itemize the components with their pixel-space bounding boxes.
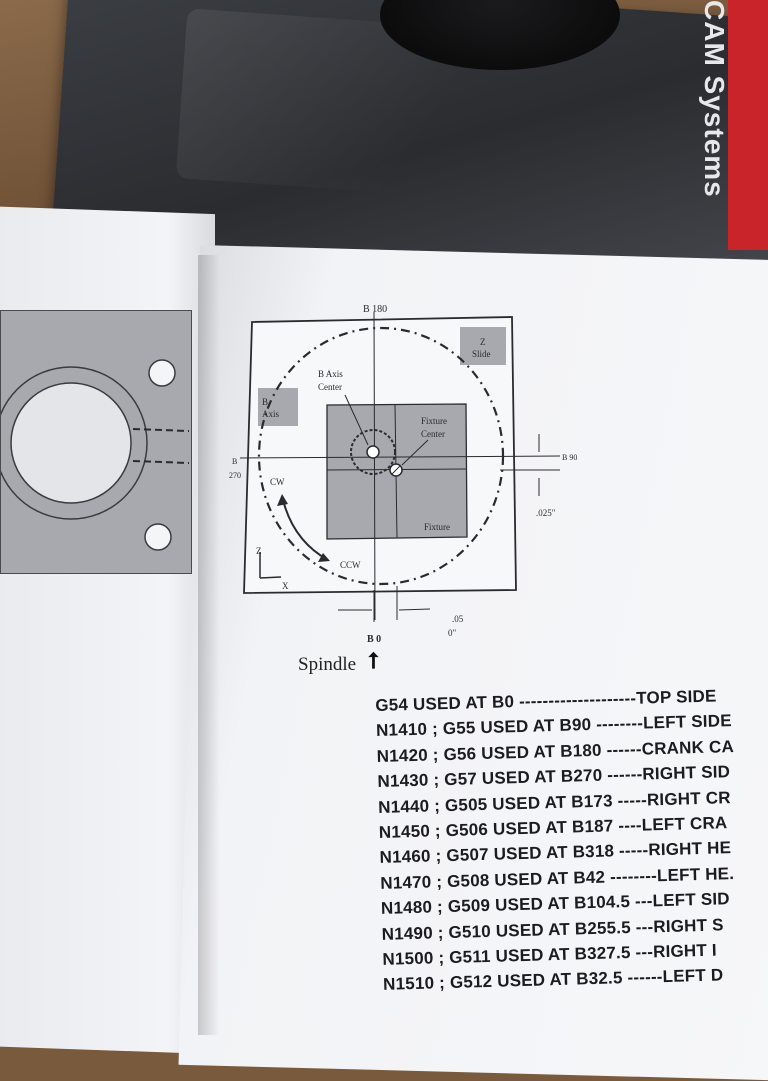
fixture-diagram: B 180 B Axis B Axis Center Z Slide Fixtu… [229,304,577,645]
x-axis-line [259,576,282,579]
b270-label-1: B [232,457,237,466]
book-gutter-shadow [198,255,220,1035]
gcode-listing: G54 USED AT B0 --------------------TOP S… [375,681,768,997]
b-axis-center-label-1: B Axis [318,369,343,379]
part-hidden-line-bottom [132,460,190,464]
part-bore-inner [10,382,132,504]
b90-label: B 90 [562,453,577,462]
b0-label: B 0 [367,634,381,645]
z-slide-label-1: Z [480,337,486,347]
z-slide-box [460,327,506,365]
b-axis-center-leader [344,394,369,446]
fixture-label: Fixture [424,522,450,532]
cw-arrowhead [277,494,288,506]
b-axis-label-1: B [262,397,268,407]
fixture-center-label-2: Center [421,429,445,439]
part-hidden-line-top [132,428,190,432]
horizontal-centerline [239,455,561,459]
ccw-arrowhead [318,553,330,562]
b270-label-2: 270 [229,471,241,480]
dim-05-label: .05 [452,614,464,624]
fixture-center-mark [391,465,401,475]
spindle-label: Spindle [298,654,357,675]
z-slide-label-2: Slide [472,349,491,359]
dim-0-label: 0" [448,628,457,638]
b-axis-box [258,388,298,426]
part-hole-top [148,359,176,387]
b-axis-center-circle [350,429,396,475]
fixture-center-label-1: Fixture [421,416,447,426]
b180-label: B 180 [363,304,387,315]
box-brand-text: CAM Systems [699,0,730,198]
part-drawing-svg [0,359,190,551]
ccw-label: CCW [340,560,361,570]
fixture-center-leader [401,439,429,466]
spindle-arrow-icon: ⭡ [368,648,379,673]
b-axis-center-dot [366,445,380,459]
box-brand-logo [728,0,768,250]
b-axis-label-2: Axis [262,409,280,419]
cw-label: CW [270,477,285,487]
x-axis-label: X [282,581,289,591]
part-drawing [0,310,192,574]
b-axis-center-label-2: Center [318,382,342,392]
part-hole-bottom [144,523,172,551]
z-axis-label: Z [256,546,262,556]
dim-025-label: .025" [536,508,556,518]
b0-dim-arrow-right [398,608,431,611]
vertical-centerline [373,311,376,621]
